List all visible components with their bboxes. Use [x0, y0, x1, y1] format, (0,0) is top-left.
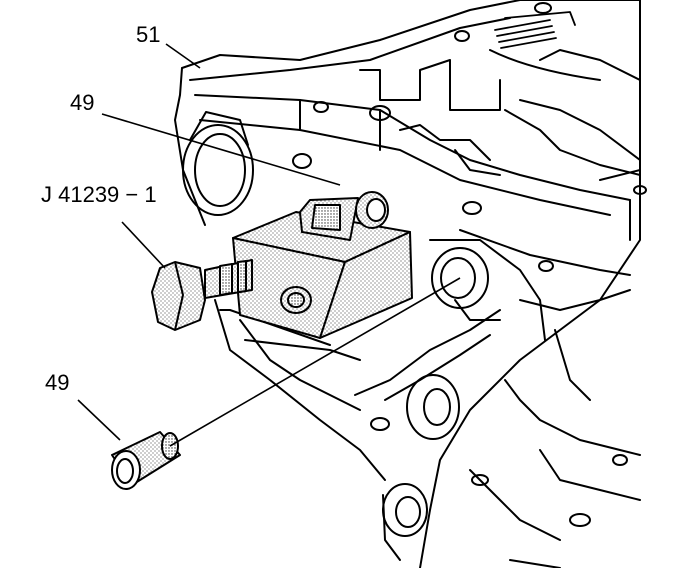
leader-49-lower	[77, 399, 121, 441]
plug-bore	[431, 247, 501, 321]
lower-boss	[406, 374, 460, 440]
upper-rib-structure	[359, 59, 501, 111]
callout-plug-49: 49	[45, 370, 70, 395]
callout-bushing-49: 49	[70, 90, 95, 115]
lower-bracket	[214, 299, 386, 481]
callout-tool-j41239: J 41239 − 1	[41, 182, 157, 207]
leader-49-upper	[101, 113, 341, 186]
bottom-boss	[382, 483, 428, 561]
leader-plug-axis	[169, 277, 461, 447]
hex-bolt	[151, 259, 253, 331]
leader-lines	[77, 43, 461, 447]
tool-block-side	[319, 231, 413, 339]
housing-outline	[181, 0, 641, 568]
leader-j41239	[121, 221, 166, 269]
vent-grille	[494, 11, 576, 49]
leader-51	[165, 43, 201, 69]
j41239-tool	[151, 191, 413, 339]
plug-part	[111, 431, 181, 490]
bushing-bore	[182, 111, 254, 216]
callout-housing-51: 51	[136, 22, 161, 47]
